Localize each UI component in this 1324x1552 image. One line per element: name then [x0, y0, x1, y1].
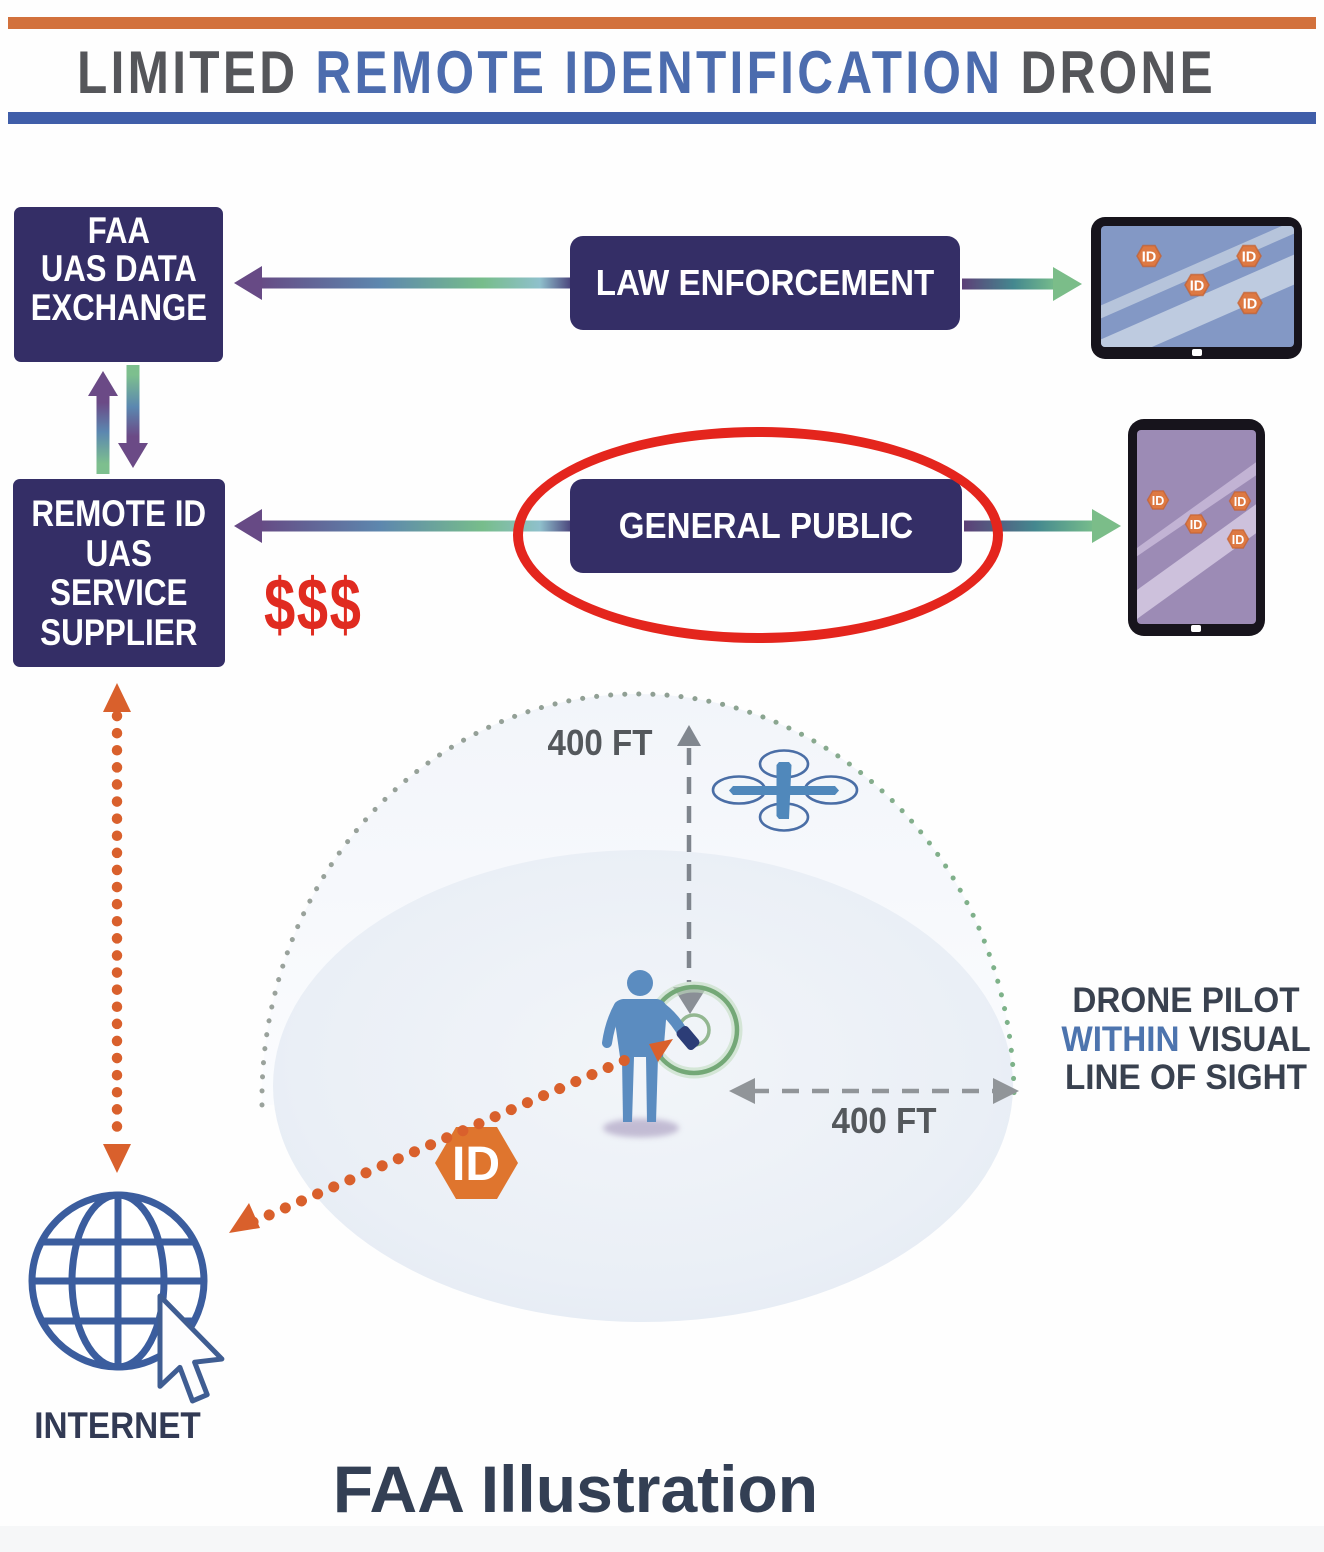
svg-text:ID: ID — [452, 1138, 500, 1191]
